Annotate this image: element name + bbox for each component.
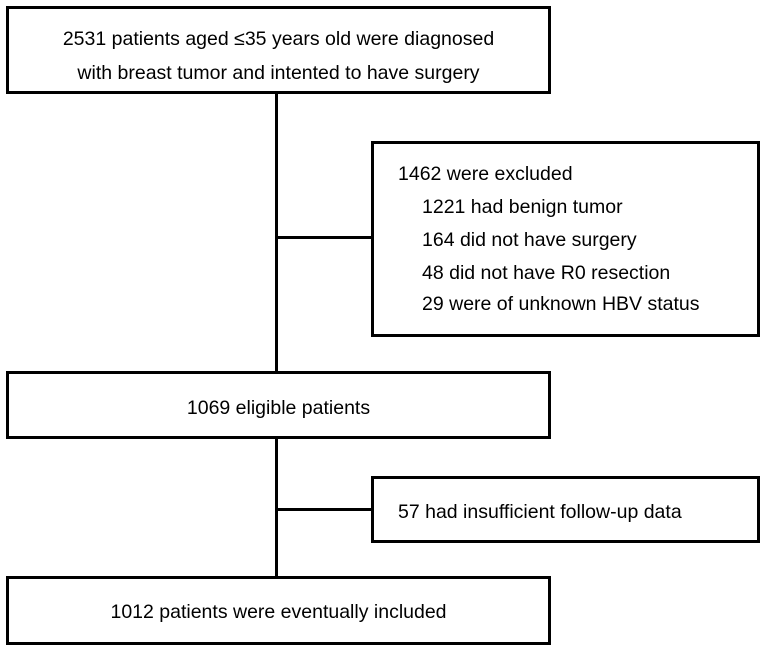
excluded-header: 1462 were excluded — [398, 163, 573, 185]
excluded-item-no-r0: 48 did not have R0 resection — [422, 262, 671, 284]
exclusion-branch-connector — [275, 236, 373, 239]
main-flow-connector-bottom — [275, 436, 278, 577]
insufficient-follow-up-label: 57 had insufficient follow-up data — [398, 501, 682, 523]
included-patients-box: 1012 patients were eventually included — [6, 576, 551, 645]
screened-line-1: 2531 patients aged ≤35 years old were di… — [62, 28, 495, 50]
eligible-patients-box: 1069 eligible patients — [6, 371, 551, 439]
screened-line-2: with breast tumor and intented to have s… — [77, 62, 480, 84]
included-label: 1012 patients were eventually included — [110, 601, 447, 623]
excluded-item-no-surgery: 164 did not have surgery — [422, 229, 637, 251]
insufficient-follow-up-box: 57 had insufficient follow-up data — [371, 476, 760, 543]
main-flow-connector-top — [275, 91, 278, 372]
excluded-item-unknown-hbv: 29 were of unknown HBV status — [422, 293, 700, 315]
screened-patients-box: 2531 patients aged ≤35 years old were di… — [6, 6, 551, 94]
follow-up-branch-connector — [275, 508, 373, 511]
excluded-patients-box: 1462 were excluded 1221 had benign tumor… — [371, 141, 760, 337]
excluded-item-benign: 1221 had benign tumor — [422, 196, 623, 218]
eligible-label: 1069 eligible patients — [186, 397, 371, 419]
